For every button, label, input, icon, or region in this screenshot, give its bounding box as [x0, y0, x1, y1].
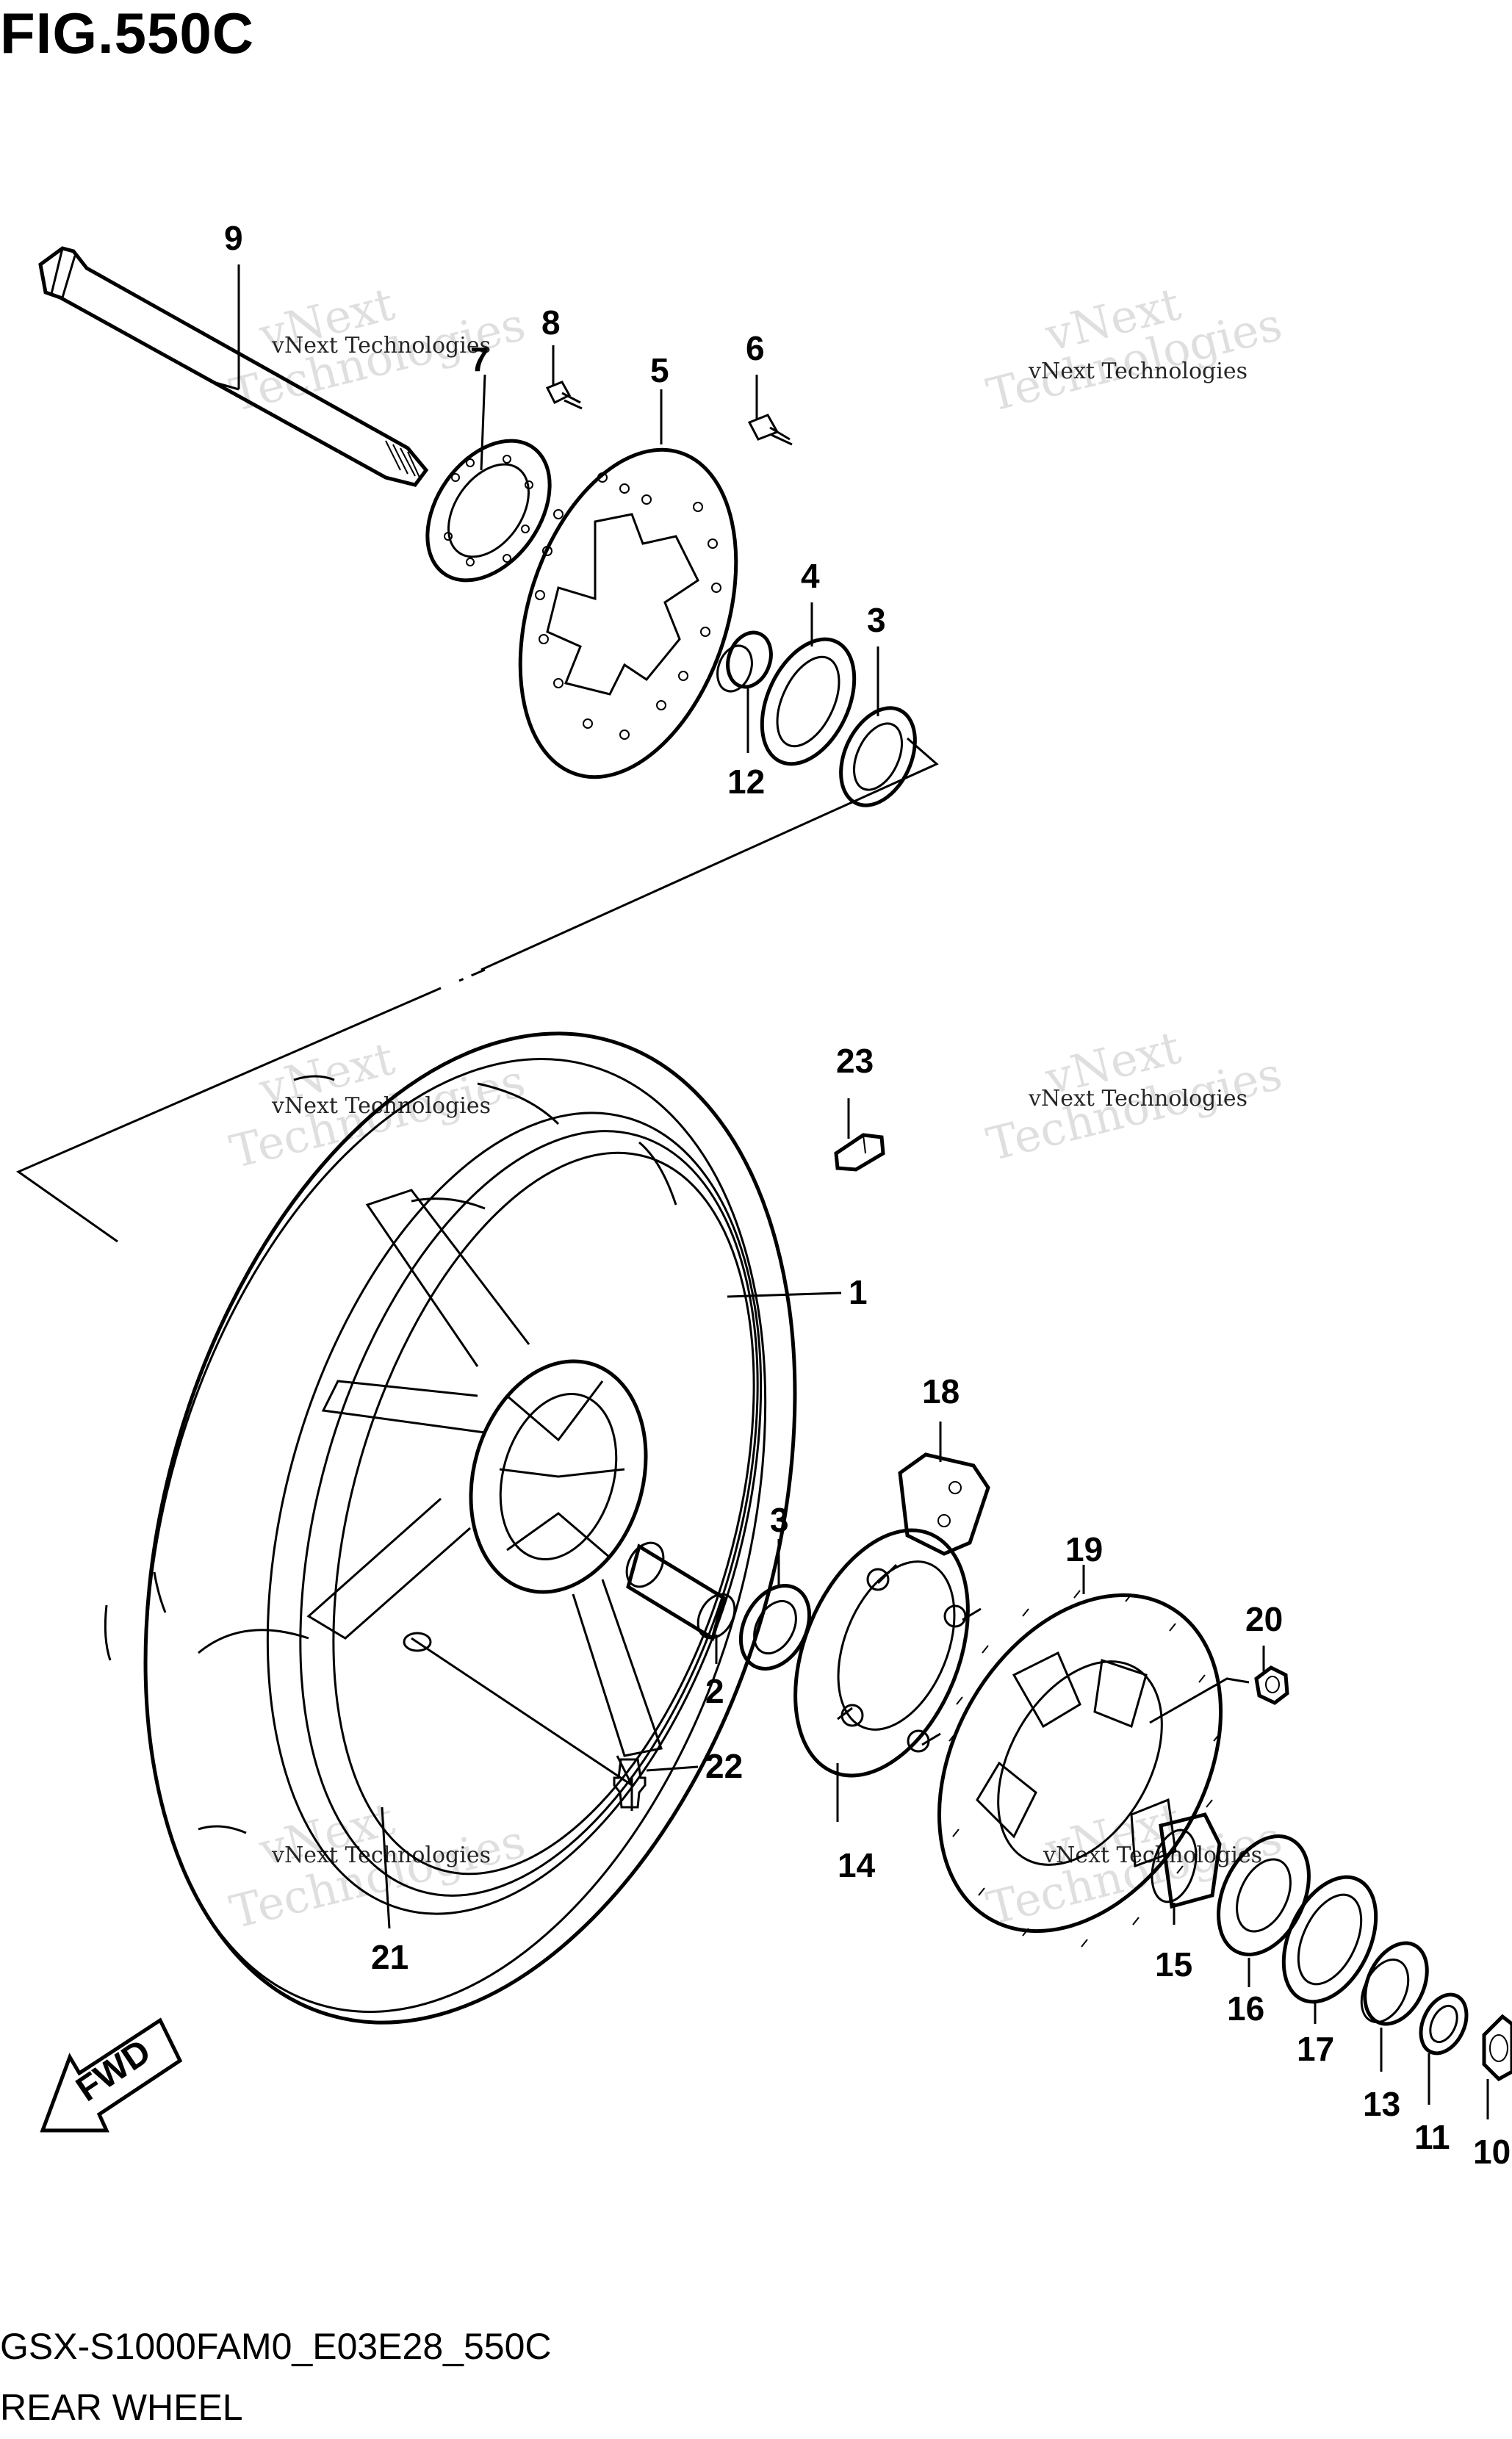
bolt-part-6 [747, 414, 793, 446]
callout-1: 1 [849, 1273, 868, 1311]
reference-line [15, 737, 939, 1243]
brake-disc-part-5 [518, 447, 738, 779]
callout-numbers: 1 2 3 3 4 5 6 7 8 9 10 11 12 13 14 15 16… [224, 219, 1511, 2171]
callout-11: 11 [1414, 2118, 1450, 2156]
oil-seal-part-17 [1281, 1875, 1378, 2004]
svg-text:vNext Technologies: vNext Technologies [271, 333, 491, 359]
sprocket-part-19 [937, 1590, 1223, 1948]
nut-part-20 [1254, 1665, 1289, 1705]
leader-lines [212, 264, 1489, 2119]
watermark-mid-left: vNext Technologies vNext Technologies [225, 1031, 530, 1179]
callout-18: 18 [922, 1372, 960, 1411]
svg-text:vNext Technologies: vNext Technologies [1028, 1086, 1248, 1112]
axle-part-9 [38, 246, 429, 487]
figure-code: GSX-S1000FAM0_E03E28_550C [0, 2326, 552, 2367]
oil-seal-part-4 [760, 637, 857, 766]
callout-3-lower: 3 [770, 1501, 789, 1539]
callout-19: 19 [1065, 1530, 1103, 1568]
disc-holes [535, 472, 721, 740]
damper-part-18 [898, 1452, 990, 1556]
spacer-part-2 [625, 1541, 736, 1641]
callout-23: 23 [836, 1042, 874, 1080]
nut-part-10 [1482, 2014, 1512, 2082]
callout-9: 9 [224, 219, 243, 257]
disc-adapter-part-7 [425, 439, 552, 583]
bearing-part-3-top [839, 706, 917, 807]
callout-6: 6 [746, 329, 765, 367]
callout-2: 2 [705, 1672, 724, 1710]
callout-8: 8 [541, 303, 561, 342]
forward-direction-badge: FWD [40, 2017, 183, 2133]
callout-16: 16 [1227, 1989, 1264, 2028]
figure-name: REAR WHEEL [0, 2387, 243, 2428]
callout-21: 21 [371, 1938, 408, 1976]
callout-17: 17 [1297, 2030, 1334, 2068]
watermark-mid-right: vNext Technologies vNext Technologies [982, 1020, 1287, 1172]
balancer-weight-part-23 [834, 1133, 885, 1172]
callout-15: 15 [1155, 1945, 1192, 1984]
washer-part-11 [1419, 1992, 1469, 2056]
callout-5: 5 [650, 351, 669, 389]
bolt-part-8 [545, 381, 583, 410]
callout-7: 7 [470, 340, 489, 378]
spacer-part-13 [1360, 1941, 1429, 2026]
figure-title: FIG.550C [0, 1, 255, 65]
valve-part-22 [613, 1758, 647, 1809]
spacer-part-15 [1151, 1812, 1222, 1909]
callout-12: 12 [727, 763, 765, 801]
svg-text:vNext Technologies: vNext Technologies [1028, 359, 1248, 384]
svg-text:vNext Technologies: vNext Technologies [271, 1842, 491, 1868]
callout-20: 20 [1245, 1600, 1283, 1638]
callout-13: 13 [1363, 2085, 1400, 2123]
callout-10: 10 [1473, 2133, 1511, 2171]
callout-3-top: 3 [867, 601, 886, 639]
spacer-part-12 [716, 630, 773, 693]
watermark-top-right: vNext Technologies vNext Technologies [982, 277, 1287, 422]
fwd-label: FWD [70, 2032, 158, 2109]
callout-14: 14 [838, 1846, 876, 1884]
watermark-bottom-left: vNext Technologies vNext Technologies [225, 1792, 530, 1939]
sprocket-carrier-part-14 [793, 1528, 982, 1778]
callout-22: 22 [705, 1747, 743, 1785]
callout-4: 4 [801, 557, 820, 595]
